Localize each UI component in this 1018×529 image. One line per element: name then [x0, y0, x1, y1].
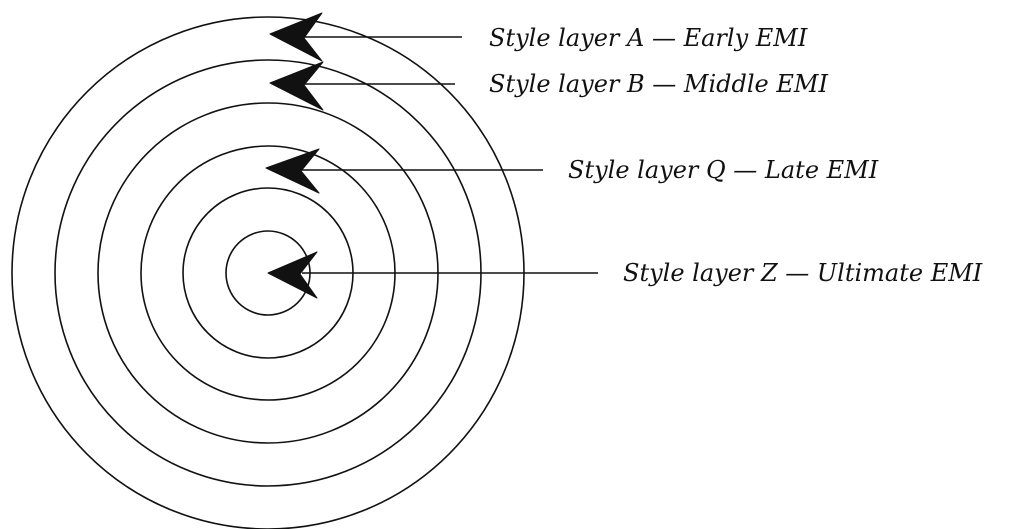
arrowhead-q-icon: [265, 148, 320, 194]
label-layer-a: Style layer A — Early EMI: [489, 24, 808, 52]
label-layer-b: Style layer B — Middle EMI: [489, 70, 828, 98]
pointer-layer-q: [265, 148, 543, 194]
label-layer-q: Style layer Q — Late EMI: [568, 156, 879, 184]
pointer-layer-a: [269, 12, 462, 62]
arrowhead-b-icon: [269, 61, 324, 111]
arrowhead-a-icon: [269, 12, 323, 62]
pointer-layer-b: [269, 61, 455, 111]
pointer-layer-z: [267, 251, 598, 299]
label-layer-z: Style layer Z — Ultimate EMI: [623, 259, 983, 287]
arrowhead-z-icon: [267, 251, 318, 299]
